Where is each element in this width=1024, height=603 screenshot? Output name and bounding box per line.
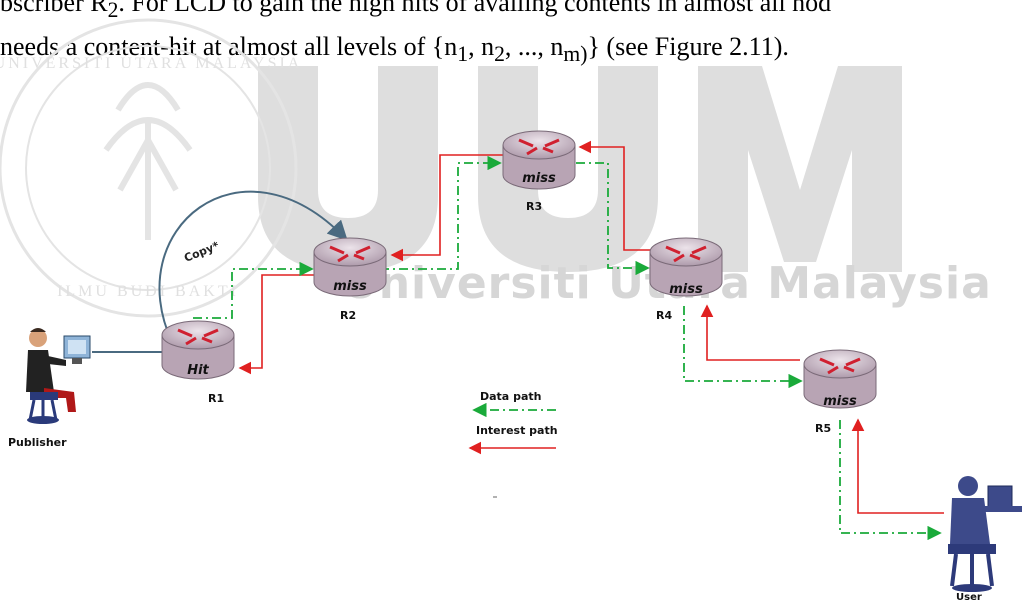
user-icon: [948, 476, 1022, 592]
router-r2: miss R2: [314, 238, 386, 322]
router-state: miss: [522, 171, 556, 186]
router-label: R4: [656, 309, 672, 322]
copy-label: Copy*: [182, 239, 221, 265]
publisher-label: Publisher: [8, 436, 67, 449]
publisher-icon: [26, 328, 90, 424]
user-label: User: [956, 592, 982, 603]
router-state: miss: [823, 394, 857, 409]
router-state: Hit: [187, 363, 209, 378]
seal-bottom-text: ILMU BUDI BAKTI: [57, 283, 239, 300]
legend-data-path-label: Data path: [480, 390, 541, 403]
legend-interest-path-label: Interest path: [476, 424, 558, 437]
interest-path: [240, 147, 944, 513]
router-label: R1: [208, 392, 224, 405]
router-state: miss: [669, 282, 703, 297]
legend: Data path Interest path: [470, 390, 558, 448]
router-label: R2: [340, 309, 356, 322]
router-state: miss: [333, 279, 367, 294]
router-label: R5: [815, 422, 831, 435]
router-label: R3: [526, 200, 542, 213]
router-r4: miss R4: [650, 238, 722, 322]
router-r1: Hit R1: [162, 321, 234, 405]
seal-top-text: UNIVERSITI UTARA MALAYSIA: [0, 55, 302, 72]
